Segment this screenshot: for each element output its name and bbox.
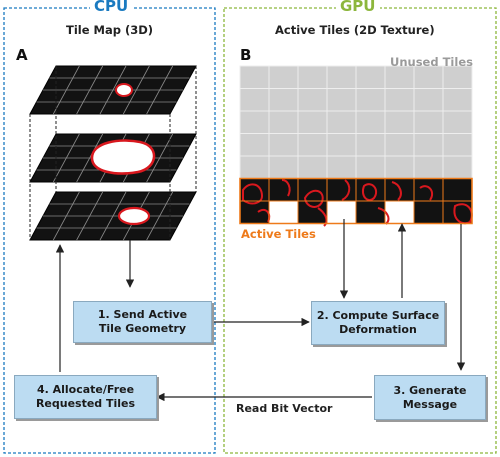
active-tiles-texture [239, 65, 473, 227]
unused-tile [384, 65, 415, 89]
unused-tile [355, 155, 386, 179]
tile-map-layers [29, 65, 197, 241]
surface-contour [242, 183, 264, 205]
step-3-line-2: Message [402, 397, 458, 411]
step-compute-surface-deformation: 2. Compute Surface Deformation [311, 301, 445, 345]
step-4-line-1: 4. Allocate/Free [36, 383, 135, 396]
step-2-line-2: Deformation [339, 323, 417, 336]
unused-tile [384, 110, 415, 134]
unused-tile [413, 155, 444, 179]
unused-tile [297, 155, 328, 179]
surface-contour [453, 203, 473, 225]
surface-contour [317, 207, 328, 227]
surface-contour [377, 207, 390, 225]
flow-arrows [55, 219, 466, 402]
unused-tile [297, 65, 328, 89]
unused-tile [384, 88, 415, 112]
active-tile [268, 200, 299, 224]
unused-tile [239, 133, 270, 157]
active-tile [355, 200, 386, 224]
step-1-line-1: 1. Send Active [97, 308, 188, 321]
step-2-line-1: 2. Compute Surface [316, 309, 440, 322]
unused-tile [355, 65, 386, 89]
unused-tile [413, 133, 444, 157]
step-send-active-tile-geometry: 1. Send Active Tile Geometry [73, 301, 212, 343]
surface-contour [303, 189, 324, 208]
surface-contour [419, 185, 434, 201]
panel-label-a: A [16, 46, 28, 64]
unused-tile [268, 110, 299, 134]
step-allocate-free-requested-tiles: 4. Allocate/Free Requested Tiles [14, 375, 157, 419]
active-tile [413, 178, 444, 202]
unused-tile [326, 110, 357, 134]
panel-label-b: B [240, 46, 252, 64]
unused-tile [268, 155, 299, 179]
unused-tile [239, 155, 270, 179]
unused-tile [413, 110, 444, 134]
active-tile [268, 178, 299, 202]
unused-tile [326, 155, 357, 179]
unused-tile [326, 133, 357, 157]
step-generate-message: 3. Generate Message [374, 375, 486, 420]
unused-tile [355, 110, 386, 134]
unused-tile [268, 65, 299, 89]
gpu-subtitle: Active Tiles (2D Texture) [275, 23, 435, 37]
cpu-title: CPU [90, 0, 133, 15]
gpu-title: GPU [336, 0, 380, 15]
active-tile [442, 178, 473, 202]
unused-tile [442, 88, 473, 112]
unused-tile [239, 88, 270, 112]
unused-tile [442, 133, 473, 157]
unused-tile [326, 88, 357, 112]
unused-tile [297, 133, 328, 157]
surface-contour [391, 181, 402, 201]
read-bit-vector-label: Read Bit Vector [236, 402, 333, 415]
unused-tile [384, 155, 415, 179]
unused-tile [442, 65, 473, 89]
surface-contour [90, 139, 156, 175]
unused-tile [239, 110, 270, 134]
active-tile [239, 200, 270, 224]
surface-contour [281, 179, 291, 197]
active-tile [355, 178, 386, 202]
unused-tile [355, 88, 386, 112]
unused-tile [239, 65, 270, 89]
unused-tile [268, 88, 299, 112]
unused-tile [326, 65, 357, 89]
unused-tile [355, 133, 386, 157]
step-3-line-1: 3. Generate [393, 383, 467, 397]
surface-contour [362, 183, 378, 202]
active-tile [413, 200, 444, 224]
surface-contour [115, 83, 133, 97]
unused-tile [442, 155, 473, 179]
active-tiles-label: Active Tiles [241, 227, 316, 241]
surface-contour [117, 206, 151, 226]
unused-tile [297, 88, 328, 112]
cpu-subtitle: Tile Map (3D) [66, 23, 154, 37]
unused-tile [413, 88, 444, 112]
step-1-line-2: Tile Geometry [98, 322, 187, 335]
active-tile [326, 200, 357, 224]
unused-tiles-label: Unused Tiles [390, 55, 473, 69]
unused-tile [268, 133, 299, 157]
active-tiles-outline [239, 177, 473, 225]
unused-tile [442, 110, 473, 134]
unused-tile [413, 65, 444, 89]
surface-contour [341, 179, 351, 201]
unused-tile [297, 110, 328, 134]
active-tile [326, 178, 357, 202]
unused-tile [384, 133, 415, 157]
step-4-line-2: Requested Tiles [35, 397, 136, 410]
